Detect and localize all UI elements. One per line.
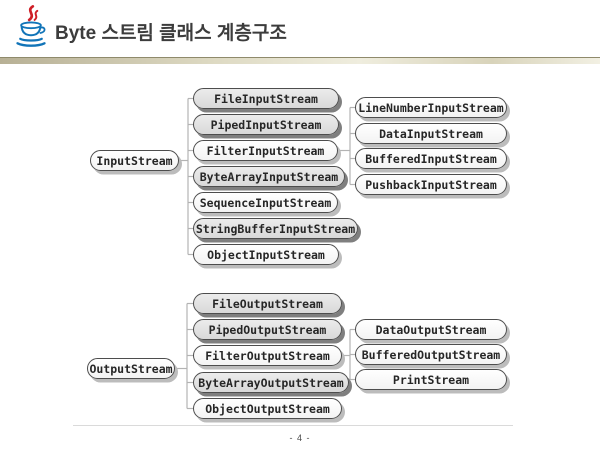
class-box-inputstream: InputStream [90,150,179,171]
class-box-fileinputstream: FileInputStream [193,88,339,109]
class-box-pipedinputstream: PipedInputStream [193,114,339,135]
page-number: - 4 - [289,433,311,443]
class-box-outputstream: OutputStream [87,358,175,379]
class-box-objectoutputstream: ObjectOutputStream [193,398,342,419]
class-box-bufferedoutputstream: BufferedOutputStream [355,344,507,365]
class-box-dataoutputstream: DataOutputStream [355,319,507,340]
java-logo-icon [16,5,46,47]
slide-title: Byte 스트림 클래스 계층구조 [55,23,287,44]
class-box-sequenceinputstream: SequenceInputStream [193,192,338,213]
class-box-pipedoutputstream: PipedOutputStream [193,319,342,340]
class-box-bufferedinputstream: BufferedInputStream [355,148,507,169]
class-box-filteroutputstream: FilterOutputStream [193,345,342,366]
class-box-bytearrayinputstream: ByteArrayInputStream [193,166,345,187]
class-box-fileoutputstream: FileOutputStream [193,293,342,314]
class-box-bytearrayoutputstream: ByteArrayOutputStream [193,372,349,393]
class-box-printstream: PrintStream [355,369,507,390]
header-divider [0,57,600,64]
footer-divider [73,425,513,426]
class-box-objectinputstream: ObjectInputStream [193,244,339,265]
class-box-linenumberinputstream: LineNumberInputStream [355,97,507,118]
class-box-filterinputstream: FilterInputStream [193,140,338,161]
class-box-pushbackinputstream: PushbackInputStream [355,174,507,195]
class-box-datainputstream: DataInputStream [355,123,507,144]
class-box-stringbufferinputstream: StringBufferInputStream [193,218,358,239]
